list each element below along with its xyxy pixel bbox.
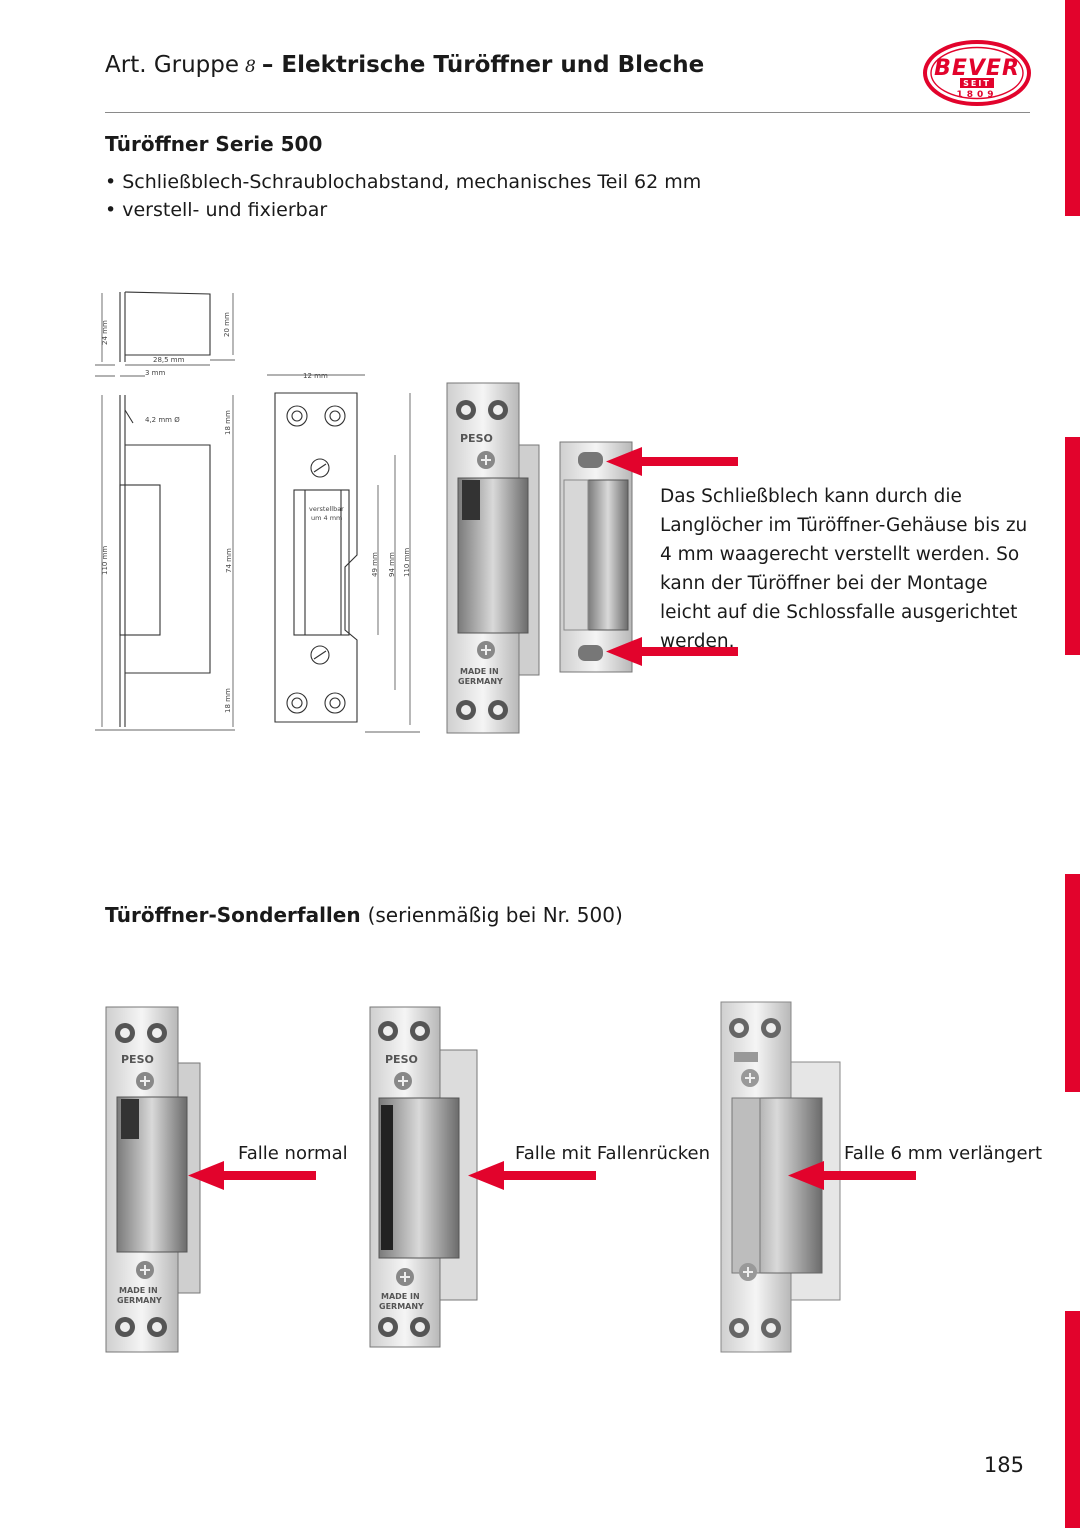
adjust-label: um 4 mm bbox=[311, 514, 342, 522]
made-in-label: MADE IN bbox=[381, 1292, 420, 1301]
logo-brand-text: BEVER bbox=[934, 56, 1020, 81]
dimension-label: 20 mm bbox=[223, 312, 231, 337]
germany-label: GERMANY bbox=[117, 1296, 162, 1305]
series-bullets: Schließblech-Schraublochabstand, mechani… bbox=[105, 168, 701, 224]
dimension-label: 110 mm bbox=[403, 548, 411, 577]
dimension-label: 18 mm bbox=[224, 688, 232, 713]
germany-label: GERMANY bbox=[458, 677, 503, 686]
dimension-label: 110 mm bbox=[101, 546, 109, 575]
bullet-item: Schließblech-Schraublochabstand, mechani… bbox=[105, 168, 701, 196]
germany-label: GERMANY bbox=[379, 1302, 424, 1311]
special-heading-bold: Türöffner-Sonderfallen bbox=[105, 903, 361, 927]
special-heading-note: (serienmäßig bei Nr. 500) bbox=[367, 903, 623, 927]
description-text: Das Schließblech kann durch die Langlöch… bbox=[660, 486, 1028, 652]
side-tab-4 bbox=[1065, 1311, 1080, 1528]
peso-label: PESO bbox=[121, 1053, 154, 1066]
page-number: 185 bbox=[983, 1453, 1024, 1477]
caption-latch-backing: Falle mit Fallenrücken bbox=[515, 1143, 711, 1164]
series-heading: Türöffner Serie 500 bbox=[105, 132, 323, 156]
bullet-item: verstell- und fixierbar bbox=[105, 196, 701, 224]
peso-label: PESO bbox=[385, 1053, 418, 1066]
bever-logo: BEVER SEIT 1809 bbox=[923, 40, 1031, 106]
arrow-icon bbox=[188, 1161, 316, 1190]
dimension-label: 49 mm bbox=[371, 552, 379, 577]
caption-latch-extended: Falle 6 mm verlängert bbox=[844, 1143, 1043, 1164]
dimension-label: 28,5 mm bbox=[153, 356, 185, 364]
made-in-label: MADE IN bbox=[460, 667, 499, 676]
latch-normal-photo: PESO MADE IN GERMANY bbox=[105, 1006, 201, 1353]
dimension-label: 3 mm bbox=[145, 369, 165, 377]
adjust-label: verstellbar bbox=[309, 505, 344, 513]
logo-since-text: SEIT bbox=[963, 79, 991, 88]
title-main: – Elektrische Türöffner und Bleche bbox=[261, 52, 705, 78]
arrow-icon bbox=[788, 1161, 916, 1190]
dimension-label: 18 mm bbox=[224, 410, 232, 435]
side-tab-3 bbox=[1065, 874, 1080, 1092]
dimension-label: 4,2 mm Ø bbox=[145, 416, 180, 424]
peso-label: PESO bbox=[460, 432, 493, 445]
dimension-label: 74 mm bbox=[225, 548, 233, 573]
title-group-number: 8 bbox=[245, 57, 256, 77]
header-divider bbox=[105, 112, 1030, 113]
made-in-label: MADE IN bbox=[119, 1286, 158, 1295]
arrow-icon bbox=[468, 1161, 596, 1190]
logo-year-text: 1809 bbox=[956, 90, 997, 100]
door-opener-photo: PESO MADE IN GERMANY bbox=[446, 382, 540, 734]
latch-backing-photo: PESO MADE IN GERMANY bbox=[369, 1006, 478, 1348]
title-prefix: Art. Gruppe bbox=[105, 52, 240, 78]
side-tab-1 bbox=[1065, 0, 1080, 216]
technical-drawing: 24 mm 20 mm 28,5 mm 3 mm 12 mm 4,2 mm Ø … bbox=[95, 291, 420, 733]
dimension-label: 24 mm bbox=[101, 320, 109, 345]
latch-extended-photo bbox=[720, 1001, 841, 1353]
arrow-icon bbox=[606, 447, 738, 476]
side-tab-2 bbox=[1065, 437, 1080, 655]
arrow-icon bbox=[606, 637, 738, 666]
caption-latch-normal: Falle normal bbox=[238, 1143, 348, 1164]
dimension-label: 94 mm bbox=[388, 552, 396, 577]
strike-plate-photo bbox=[559, 441, 633, 673]
dimension-label: 12 mm bbox=[303, 372, 328, 380]
special-heading: Türöffner-Sonderfallen (serienmäßig bei … bbox=[105, 902, 623, 928]
